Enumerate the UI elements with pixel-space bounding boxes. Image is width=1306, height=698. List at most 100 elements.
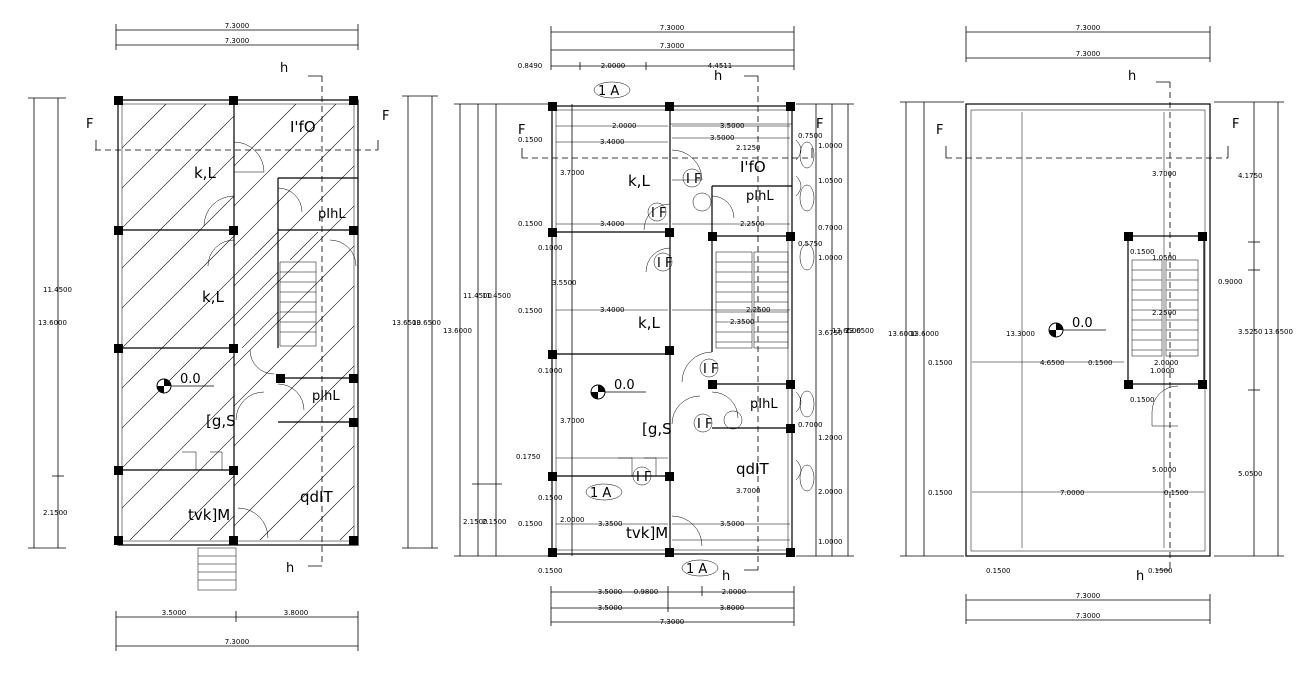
right-level-symbol: 0.0 [1048,316,1106,338]
middle-bottom-dimension: 3.5000 0.9800 2.0000 3.5000 3.8000 7.300… [550,586,795,626]
left-bottom-dimension: 3.5000 3.8000 7.3000 [115,609,359,651]
mid-dim-h3: 3.4000 [600,220,625,228]
mid-r-dim-5: 0.5750 [798,240,823,248]
right-dim-i16: 2.0000 [1154,359,1179,367]
mid-r-dim-2: 1.0000 [818,142,843,150]
left-plan: 7.3000 7.3000 13.6000 11.4500 2.1500 13.… [28,22,441,651]
left-section-h-bottom: h [286,561,294,576]
left-top-dim-1: 7.3000 [225,22,250,30]
right-dim-i4: 0.1500 [928,489,953,497]
left-bottom-dim-1: 3.5000 [162,609,187,617]
mid-bottom-dim-total: 7.3000 [660,618,685,626]
right-left-dimension: 13.6000 13.6000 [888,101,964,557]
left-room-pihl-2: pIhL [312,389,340,404]
left-room-tvkm: tvk]M [188,506,230,524]
middle-right-dimension: 0.7500 1.0000 1.0500 0.7000 0.5750 1.000… [796,103,874,557]
left-bottom-dim-total: 7.3000 [225,638,250,646]
middle-left-dimension: 13.6000 11.4500 11.4500 2.1500 2.1500 [443,103,548,557]
left-section-lines: F F h h [86,61,389,576]
mid-dim-l8: 3.7000 [560,417,585,425]
right-bottom-dim-1: 7.3000 [1076,592,1101,600]
left-hatch [122,104,318,540]
mid-tag-1a-top: 1 A [598,84,619,99]
left-columns [114,96,358,545]
mid-level-value: 0.0 [614,378,635,393]
mid-dim-l12: 0.1500 [538,567,563,575]
left-right-dimension: 13.6500 13.6500 [392,95,441,549]
right-dim-i10: 1.0500 [1152,254,1177,262]
right-r-dim-2: 0.9000 [1218,278,1243,286]
mid-room-kitchen-2: k,L [638,314,660,332]
right-dim-i13: 5.0000 [1152,466,1177,474]
right-dim-i7: 0.1500 [986,567,1011,575]
right-bottom-dim-2: 7.3000 [1076,612,1101,620]
middle-level-symbol: 0.0 [590,378,646,400]
right-r-dim-4: 5.0500 [1238,470,1263,478]
left-dim-outer-1: 13.6500 [392,319,421,327]
right-dim-i5: 7.0000 [1060,489,1085,497]
mid-dim-l3: 0.1500 [518,220,543,228]
left-dim-outer-2: 13.6500 [412,319,441,327]
right-dim-i8: 0.1500 [1148,567,1173,575]
mid-room-qdt: qdIT [736,460,769,478]
right-r-dim-3: 3.5250 [1238,328,1263,336]
left-dim-height-b: 2.1500 [43,509,68,517]
mid-dim-l13: 2.0000 [560,516,585,524]
middle-top-dim-1: 7.3000 [660,24,685,32]
left-dim-height-total: 13.6000 [38,319,67,327]
mid-room-pihl-1: pIhL [746,189,774,204]
middle-tags: 1 A 1 A 1 A I F I F I F I F I F I F [585,81,815,577]
right-bottom-dimension: 7.3000 7.3000 [965,592,1211,624]
mid-tag-if-3: I F [657,256,672,271]
left-section-h-top: h [280,61,288,76]
mid-bottom-dim-3: 2.0000 [722,588,747,596]
left-bottom-dim-2: 3.8000 [284,609,309,617]
mid-dim-l1: 0.1500 [518,136,543,144]
right-top-dim-2: 7.3000 [1076,50,1101,58]
right-dim-i3: 0.1500 [1088,359,1113,367]
right-dim-total-2: 13.6000 [910,330,939,338]
left-stair [197,261,317,591]
middle-inner-left-dims: 0.1500 3.7000 0.1500 0.1000 3.5500 0.150… [516,104,585,575]
right-top-dimension: 7.3000 7.3000 [965,24,1211,62]
mid-room-ifo: I'fO [740,158,766,176]
middle-top-dim-2: 7.3000 [660,42,685,50]
mid-dim-h2: 3.4000 [600,138,625,146]
mid-section-h-top: h [714,69,722,84]
mid-r-dim-11: 1.0000 [818,538,843,546]
mid-bottom-dim-5: 3.8000 [720,604,745,612]
middle-left-dim-total: 13.6000 [443,327,472,335]
mid-r-dim-outer-1: 13.6500 [832,327,861,335]
mid-dim-h5: 3.3500 [598,520,623,528]
left-top-dimension: 7.3000 7.3000 [115,22,359,50]
left-side-dimension: 13.6000 11.4500 2.1500 [28,97,72,549]
middle-stair [715,251,789,349]
right-dim-i9: 3.7000 [1152,170,1177,178]
right-plan: 7.3000 7.3000 13.6000 13.6000 13.3000 4.… [888,24,1293,624]
mid-section-f-left: F [518,123,525,138]
mid-dim-h9: 2.2500 [740,220,765,228]
mid-r-dim-10: 2.0000 [818,488,843,496]
right-inner-dims: 13.3000 4.6500 0.1500 0.1500 0.1500 7.00… [928,112,1204,575]
mid-dim-l5: 3.5500 [552,279,577,287]
mid-dim-h7: 3.5000 [710,134,735,142]
right-level-value: 0.0 [1072,316,1093,331]
mid-dim-l4: 0.1000 [538,244,563,252]
mid-bottom-dim-1: 3.5000 [598,588,623,596]
left-room-qdt: qdIT [300,488,333,506]
right-dim-i6: 0.1500 [1164,489,1189,497]
middle-left-dim-a2: 11.4500 [482,292,511,300]
right-dim-inner-height: 13.3000 [1006,330,1035,338]
mid-dim-l7: 0.1000 [538,367,563,375]
mid-r-dim-9: 1.2000 [818,434,843,442]
right-dim-i15: 0.1500 [1130,396,1155,404]
mid-dim-h1: 2.0000 [612,122,637,130]
right-r-dim-1: 4.1750 [1238,172,1263,180]
middle-columns [548,102,795,557]
mid-room-kitchen-1: k,L [628,172,650,190]
mid-dim-h13: 3.7000 [736,487,761,495]
mid-r-dim-1: 0.7500 [798,132,823,140]
middle-top-dim-4: 2.0000 [601,62,626,70]
